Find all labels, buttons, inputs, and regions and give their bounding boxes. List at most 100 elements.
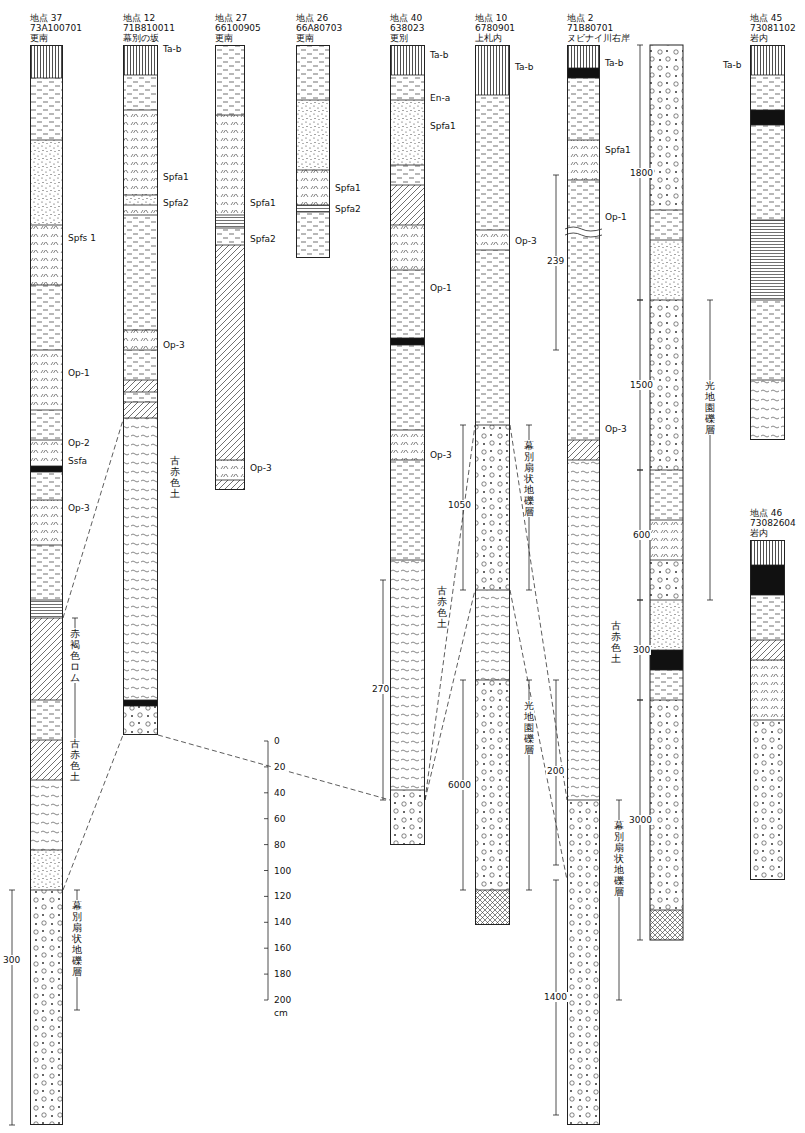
layer-fill — [30, 225, 63, 285]
layer-boundary — [750, 720, 785, 721]
layer-boundary — [123, 75, 158, 76]
site-number: 地点 45 — [750, 13, 796, 23]
dimension-tick — [707, 600, 713, 601]
scale-value: 0 — [273, 736, 281, 746]
dimension-tick — [637, 45, 643, 46]
column-heading: 地点 2766100905更南 — [215, 13, 261, 45]
layer-boundary — [296, 170, 330, 171]
layer-fill — [390, 225, 425, 270]
layer-fill — [30, 500, 63, 545]
scale-tick — [264, 870, 268, 871]
sample-code: 6780901 — [475, 23, 515, 33]
tephra-label: Spfa1 — [249, 198, 277, 208]
layer-fill — [750, 540, 785, 565]
dimension-tick — [553, 880, 559, 881]
layer-fill — [30, 410, 63, 440]
layer-fill — [123, 110, 158, 195]
formation-name: 光地園礫層 — [705, 380, 715, 435]
column-heading: 地点 4673082604岩内 — [750, 508, 796, 540]
layer-fill — [390, 185, 425, 225]
layer-boundary — [750, 595, 785, 596]
dimension-tick — [380, 580, 386, 581]
scale-value: 60 — [273, 814, 286, 824]
layer-fill — [650, 600, 683, 650]
column-outline — [650, 45, 683, 940]
layer-boundary — [650, 700, 683, 701]
scale-tick — [264, 948, 268, 949]
layer-boundary — [567, 460, 600, 461]
column-heading: 地点 4573081102岩内 — [750, 13, 796, 45]
scale-value: 100 — [273, 866, 292, 876]
site-number: 地点 37 — [30, 13, 82, 23]
layer-boundary — [650, 300, 683, 301]
layer-boundary — [390, 225, 425, 226]
dimension-tick — [637, 470, 643, 471]
layer-fill — [215, 45, 245, 115]
formation-name: 古赤色土 — [437, 585, 447, 629]
section-column: 地点 2666A80703更南 — [296, 13, 342, 258]
layer-fill — [30, 700, 63, 740]
layer-boundary — [215, 228, 245, 229]
scale-value: 120 — [273, 891, 292, 901]
layer-boundary — [30, 140, 63, 141]
layer-boundary — [123, 195, 158, 196]
thickness-value: 3000 — [628, 815, 653, 825]
layer-fill — [30, 890, 63, 1125]
dimension-tick — [460, 890, 466, 891]
layer-boundary — [475, 250, 510, 251]
layer-boundary — [296, 100, 330, 101]
layer-fill — [650, 670, 683, 700]
tephra-label: Op-3 — [429, 450, 453, 460]
place-name: 更南 — [296, 33, 342, 43]
layer-boundary — [30, 600, 63, 601]
tephra-label: Spfa1 — [429, 121, 457, 131]
column-heading: 地点 106780901上札内 — [475, 13, 515, 45]
layer-fill — [567, 78, 600, 140]
layer-fill — [475, 45, 510, 95]
thickness-value: 6000 — [447, 780, 472, 790]
scale-tick — [264, 818, 268, 819]
layer-fill — [750, 45, 785, 75]
layer-boundary — [30, 890, 63, 891]
sample-code: 638023 — [390, 23, 425, 33]
layer-boundary — [123, 215, 158, 216]
site-number: 地点 46 — [750, 508, 796, 518]
layer-fill — [123, 418, 158, 700]
tephra-label: Op-3 — [604, 424, 628, 434]
column-body — [390, 45, 425, 845]
layer-fill — [750, 110, 785, 125]
layer-boundary — [30, 466, 63, 467]
layer-boundary — [650, 520, 683, 521]
dimension-tick — [637, 600, 643, 601]
layer-fill — [650, 520, 683, 560]
site-number: 地点 40 — [390, 13, 425, 23]
thickness-value: 1050 — [447, 500, 472, 510]
layer-fill — [650, 700, 683, 910]
layer-boundary — [123, 205, 158, 206]
layer-fill — [123, 215, 158, 330]
dimension-tick — [553, 680, 559, 681]
layer-fill — [296, 205, 330, 212]
layer-fill — [30, 466, 63, 472]
dimension-tick — [637, 300, 643, 301]
layer-fill — [750, 595, 785, 640]
layer-boundary — [30, 440, 63, 441]
tephra-label: Op-3 — [67, 503, 91, 513]
correlation-line — [63, 420, 123, 618]
layer-boundary — [650, 470, 683, 471]
layer-boundary — [123, 418, 158, 419]
layer-boundary — [215, 460, 245, 461]
layer-boundary — [296, 212, 330, 213]
place-name: ヌビナイ川右岸 — [567, 33, 630, 43]
section-column: 地点 4673082604岩内 — [750, 508, 796, 880]
tephra-label: Ta-b — [604, 58, 624, 68]
layer-fill — [650, 210, 683, 240]
scale-tick — [264, 792, 268, 793]
dimension-tick — [637, 940, 643, 941]
layer-fill — [475, 590, 510, 680]
scale-value: 200 — [273, 995, 292, 1005]
column-body — [750, 540, 785, 880]
thickness-value: 1500 — [629, 380, 654, 390]
layer-fill — [650, 45, 683, 210]
layer-fill — [650, 910, 683, 940]
